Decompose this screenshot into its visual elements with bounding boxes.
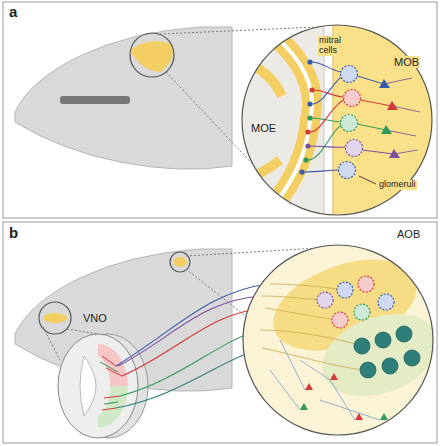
zoom-line [186,269,248,318]
mouse-head [130,33,174,77]
mouse-head [15,27,232,169]
sensory-neuron [305,143,310,148]
mitral-cell [357,76,420,158]
mitral-cell [357,124,386,130]
glomerulus [354,326,420,378]
sensory-neuron [299,169,304,174]
sensory-neuron [305,129,310,134]
part-label: MOB [393,56,420,68]
glomerulus [317,276,394,328]
sensory-axon [304,62,345,172]
vomeronasal-organ [58,334,148,438]
glomerulus [317,292,333,308]
sensory-axon [308,125,342,160]
mouse-head [15,27,232,169]
accessory-bulb [311,299,440,411]
part-label: glomeruli [378,180,417,190]
glomerulus [339,162,356,179]
mitral-cell [387,101,398,110]
mitral-cell [357,76,384,84]
mitral-cell [381,125,392,134]
glomerulus [337,282,353,298]
zoom-line [160,27,318,34]
mouse-head [39,302,71,334]
mouse-head [173,257,187,267]
sensory-axon [312,76,343,104]
glomerulus [354,338,370,354]
vomeronasal-axon [118,296,262,366]
mitral-cell [389,149,400,158]
mouse-head [43,313,67,323]
zoom-line [43,327,60,360]
glomerulus [396,326,412,342]
mouse-head [60,96,130,104]
olfactory-epithelium-bulb [262,26,312,214]
mitral-cell [362,150,394,154]
leader-line [359,176,376,184]
glomerulus [375,332,391,348]
glomerulus [346,140,363,157]
vomeronasal-axon [116,348,262,408]
sensory-axon [310,146,345,147]
mouse-head [170,252,190,272]
sensory-neuron [309,87,314,92]
sensory-neuron [307,115,312,120]
vomeronasal-organ [98,344,128,386]
sensory-neuron [307,59,312,64]
glomerulus [344,90,361,107]
sensory-neuron [307,101,312,106]
mitral-cell [360,100,392,106]
glomerulus [360,362,376,378]
glomerulus [378,294,394,310]
glomerulus [354,304,370,320]
sensory-neuron [299,59,314,174]
olfactory-epithelium-bulb [240,20,440,224]
panel-letter: a [8,4,18,21]
glomerulus [332,312,348,328]
accessory-bulb [305,373,363,420]
sensory-axon [312,62,341,72]
accessory-bulb [240,242,440,442]
part-label: AOB [396,228,421,240]
accessory-bulb [300,403,388,420]
mitral-cell [384,78,420,154]
part-label: MOE [250,122,277,134]
leader-line [359,176,376,184]
mouse-head [15,249,232,391]
sensory-axon [304,170,340,172]
part-label: VNO [82,312,108,324]
zoom-circle [243,245,433,435]
vomeronasal-organ [58,334,138,438]
vomeronasal-axon [120,330,260,396]
mitral-cell [379,79,390,88]
vomeronasal-organ [100,362,118,404]
glomerulus [339,66,363,179]
olfactory-epithelium-bulb [262,26,312,214]
part-label: mitral cells [318,36,354,56]
panel-letter: b [8,225,19,242]
olfactory-epithelium-bulb [240,160,280,180]
mouse-head [15,249,232,391]
glomerulus [382,358,398,374]
zoom-line [67,329,98,334]
mouse-head [130,41,173,72]
glomerulus [341,66,358,83]
glomerulus [341,115,358,132]
sensory-neuron [303,157,308,162]
glomerulus [404,350,420,366]
vomeronasal-organ [80,356,96,416]
zoom-circle [242,25,432,215]
glomerulus [358,276,374,292]
